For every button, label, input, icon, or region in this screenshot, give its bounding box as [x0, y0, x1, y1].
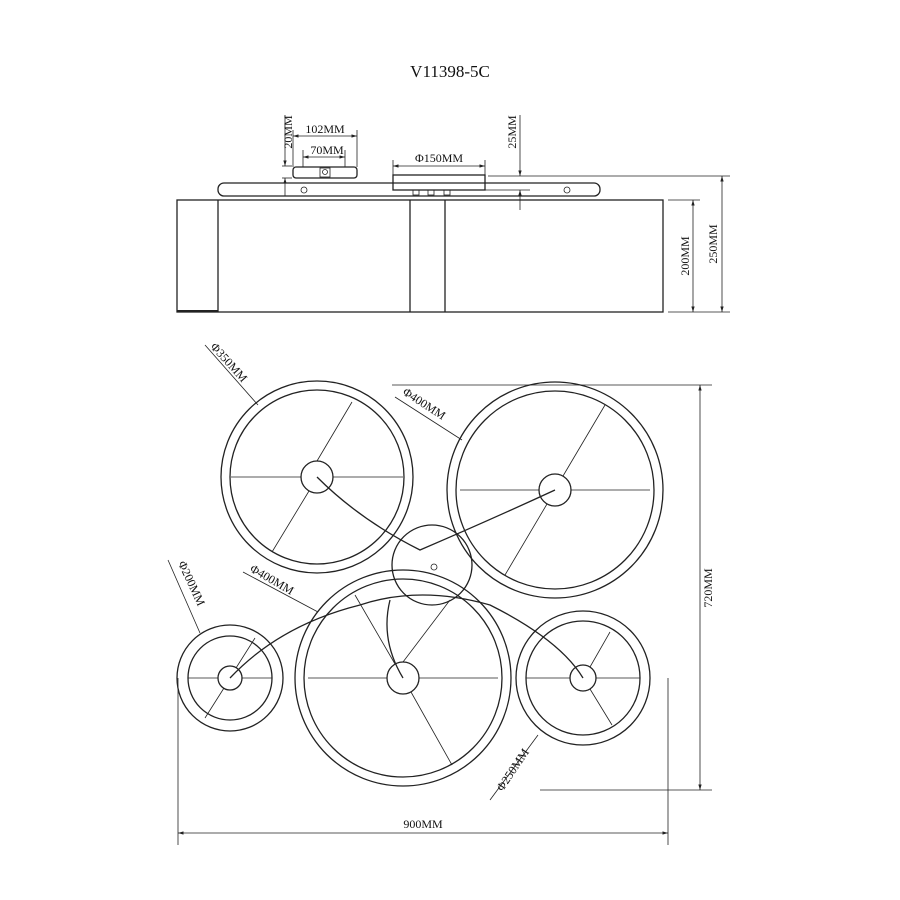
- side-view: 20MM 102MM 70MM Φ150MM 25MM 200MM 250MM: [176, 115, 730, 313]
- shade-400-bottom: [294, 569, 512, 787]
- label-d400-top: Φ400MM: [400, 385, 448, 423]
- drawing-title: V11398-5C: [410, 62, 490, 81]
- shade-400-top: [446, 381, 664, 599]
- shade-200: [176, 624, 284, 732]
- canopy: [392, 174, 486, 191]
- label-d200: Φ200MM: [175, 559, 208, 609]
- dim-900mm: 900MM: [403, 817, 443, 831]
- shade-350: [220, 380, 414, 574]
- dim-720mm: 720MM: [701, 568, 715, 608]
- hub-canopy: [391, 524, 473, 606]
- dim-20mm: 20MM: [281, 115, 295, 149]
- label-d350: Φ350MM: [208, 340, 251, 385]
- top-view: Φ350MM Φ400MM Φ200MM Φ400MM Φ250MM 720MM…: [167, 340, 715, 845]
- dim-25mm: 25MM: [505, 115, 519, 149]
- dim-70mm: 70MM: [310, 143, 344, 157]
- label-d400-bottom: Φ400MM: [248, 561, 297, 597]
- dim-canopy-150mm: Φ150MM: [415, 151, 463, 165]
- mounting-bar: [217, 182, 601, 197]
- dim-200mm: 200MM: [678, 236, 692, 276]
- shade-250: [515, 610, 651, 746]
- bracket: [292, 166, 358, 179]
- dim-102mm: 102MM: [305, 122, 345, 136]
- shade-body: [176, 199, 664, 313]
- label-d250: Φ250MM: [493, 746, 532, 794]
- dim-250mm: 250MM: [706, 224, 720, 264]
